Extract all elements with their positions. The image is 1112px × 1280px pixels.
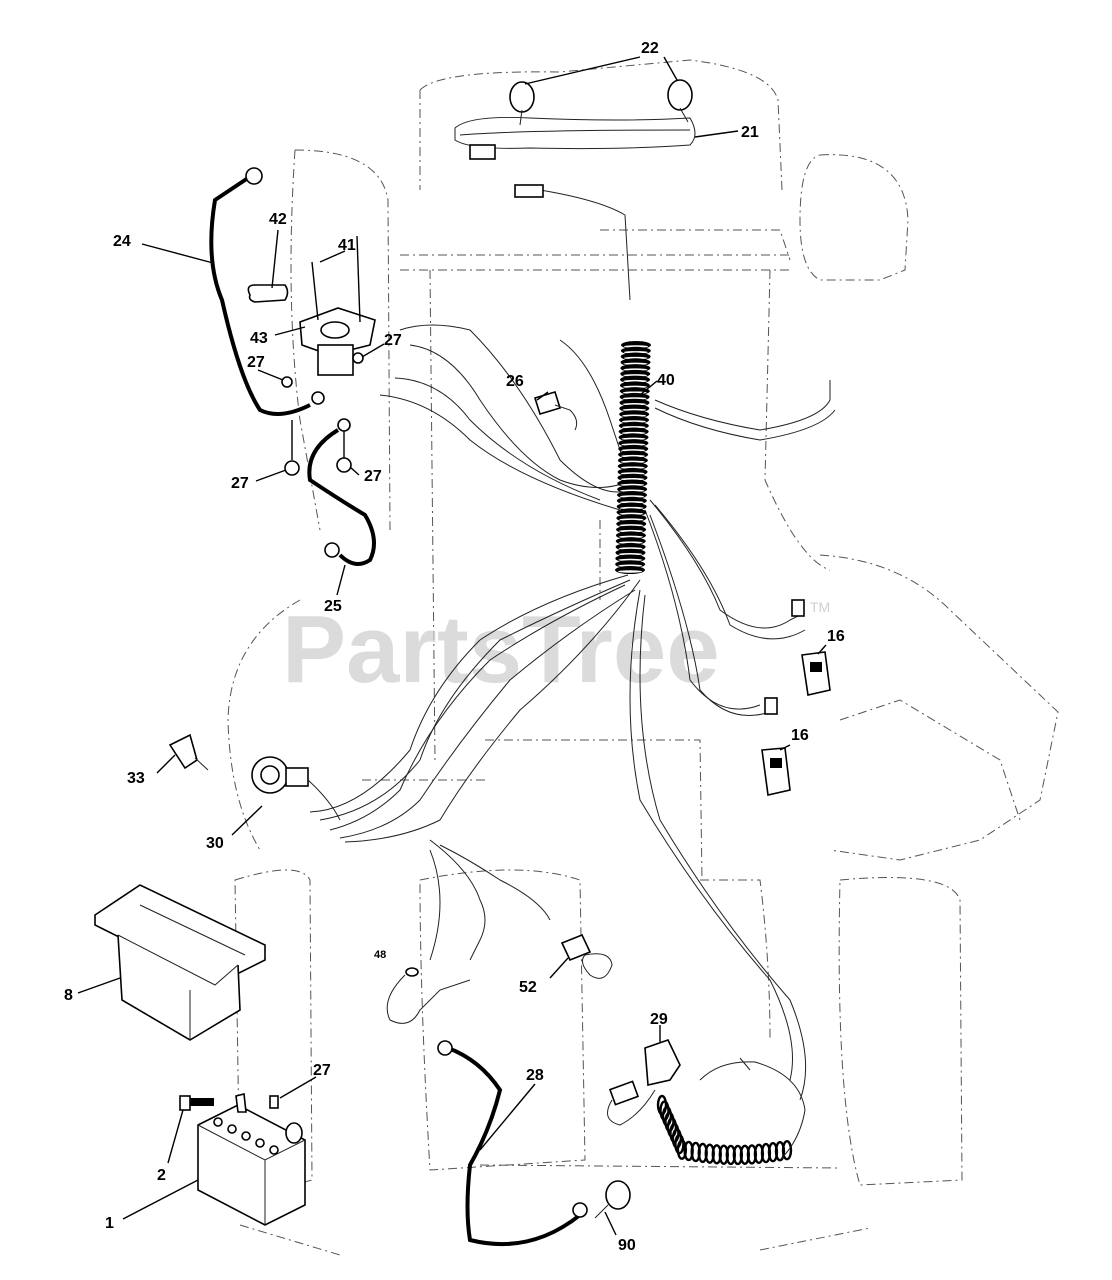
connector-26 — [533, 391, 562, 415]
battery — [197, 1104, 306, 1226]
callout-2: 2 — [157, 1167, 166, 1184]
connector-16-lower — [761, 747, 791, 796]
connector-16-upper — [801, 651, 831, 696]
headlight-connector — [469, 144, 496, 160]
solenoid-boot — [247, 284, 289, 303]
callout-33: 33 — [127, 770, 145, 787]
coil-loop — [781, 1140, 793, 1161]
solenoid-bolt-left — [311, 261, 319, 321]
solenoid-body — [317, 344, 354, 376]
terminal-bolt — [179, 1095, 191, 1111]
callout-28: 28 — [526, 1067, 544, 1084]
callout-21: 21 — [741, 124, 759, 141]
ground-cable — [447, 1046, 582, 1247]
solenoid-bolt-right — [356, 235, 361, 323]
callout-27-battery: 27 — [313, 1062, 331, 1079]
partstree-watermark: PartsTree — [282, 596, 720, 703]
callout-27-upper-right: 27 — [384, 332, 402, 349]
part-90 — [605, 1180, 631, 1210]
callout-27-lower-right: 27 — [364, 468, 382, 485]
ignition-key — [168, 733, 198, 770]
callout-29: 29 — [650, 1011, 668, 1028]
headlight-harness — [454, 79, 696, 301]
positive-battery-cable — [209, 176, 311, 416]
cable-24-ring-terminal — [245, 167, 263, 185]
headlight-bulb-right — [667, 79, 693, 111]
callout-27-lower-left: 27 — [231, 475, 249, 492]
part-29 — [644, 1039, 681, 1086]
callout-numbers: 22 21 24 42 41 43 27 27 27 27 25 26 40 1… — [64, 40, 845, 1254]
harness-connector-upper — [514, 184, 544, 198]
nut-27-right — [352, 352, 364, 364]
callout-43: 43 — [250, 330, 268, 347]
headlight-bulb-left — [509, 81, 535, 113]
watermark-trademark: TM — [810, 599, 830, 615]
solenoid-to-starter-cable — [307, 428, 376, 566]
callout-48: 48 — [374, 949, 386, 961]
callout-16-lower: 16 — [791, 727, 809, 744]
main-wire-harness — [309, 324, 836, 1101]
callout-26: 26 — [506, 373, 524, 390]
nut-27-lower-left — [284, 460, 300, 476]
tractor-outline — [227, 59, 1059, 1256]
coiled-cord — [656, 1094, 793, 1166]
callout-90: 90 — [618, 1237, 636, 1254]
seat-switch-connectors — [761, 599, 831, 796]
callout-40: 40 — [657, 372, 675, 389]
callout-30: 30 — [206, 835, 224, 852]
callout-25: 25 — [324, 598, 342, 615]
wire-48 — [386, 974, 471, 1024]
callout-41: 41 — [338, 237, 356, 254]
callout-16-upper: 16 — [827, 628, 845, 645]
nut-27-lower-right — [336, 457, 352, 473]
callout-42: 42 — [269, 211, 287, 228]
loom-segment — [615, 566, 645, 574]
callout-52: 52 — [519, 979, 537, 996]
callout-27-upper-left: 27 — [247, 354, 265, 371]
cable-25-ring-terminal — [324, 542, 340, 558]
loom-segment-highlight — [618, 570, 642, 573]
battery-tray — [94, 884, 266, 1041]
callout-24: 24 — [113, 233, 131, 250]
starter-solenoid-assembly — [247, 235, 376, 476]
terminal-nut — [269, 1095, 279, 1109]
corrugated-loom — [615, 341, 651, 574]
nut-27-left — [281, 376, 293, 388]
battery-terminal — [285, 1122, 303, 1144]
connector-52 — [560, 933, 592, 962]
cable-28-ring-terminal — [437, 1040, 453, 1056]
callout-22: 22 — [641, 40, 659, 57]
callout-8: 8 — [64, 987, 73, 1004]
coil-loop — [674, 1133, 685, 1155]
callout-leaders — [77, 56, 827, 1236]
ignition-switch — [251, 756, 341, 821]
callout-1: 1 — [105, 1215, 114, 1232]
